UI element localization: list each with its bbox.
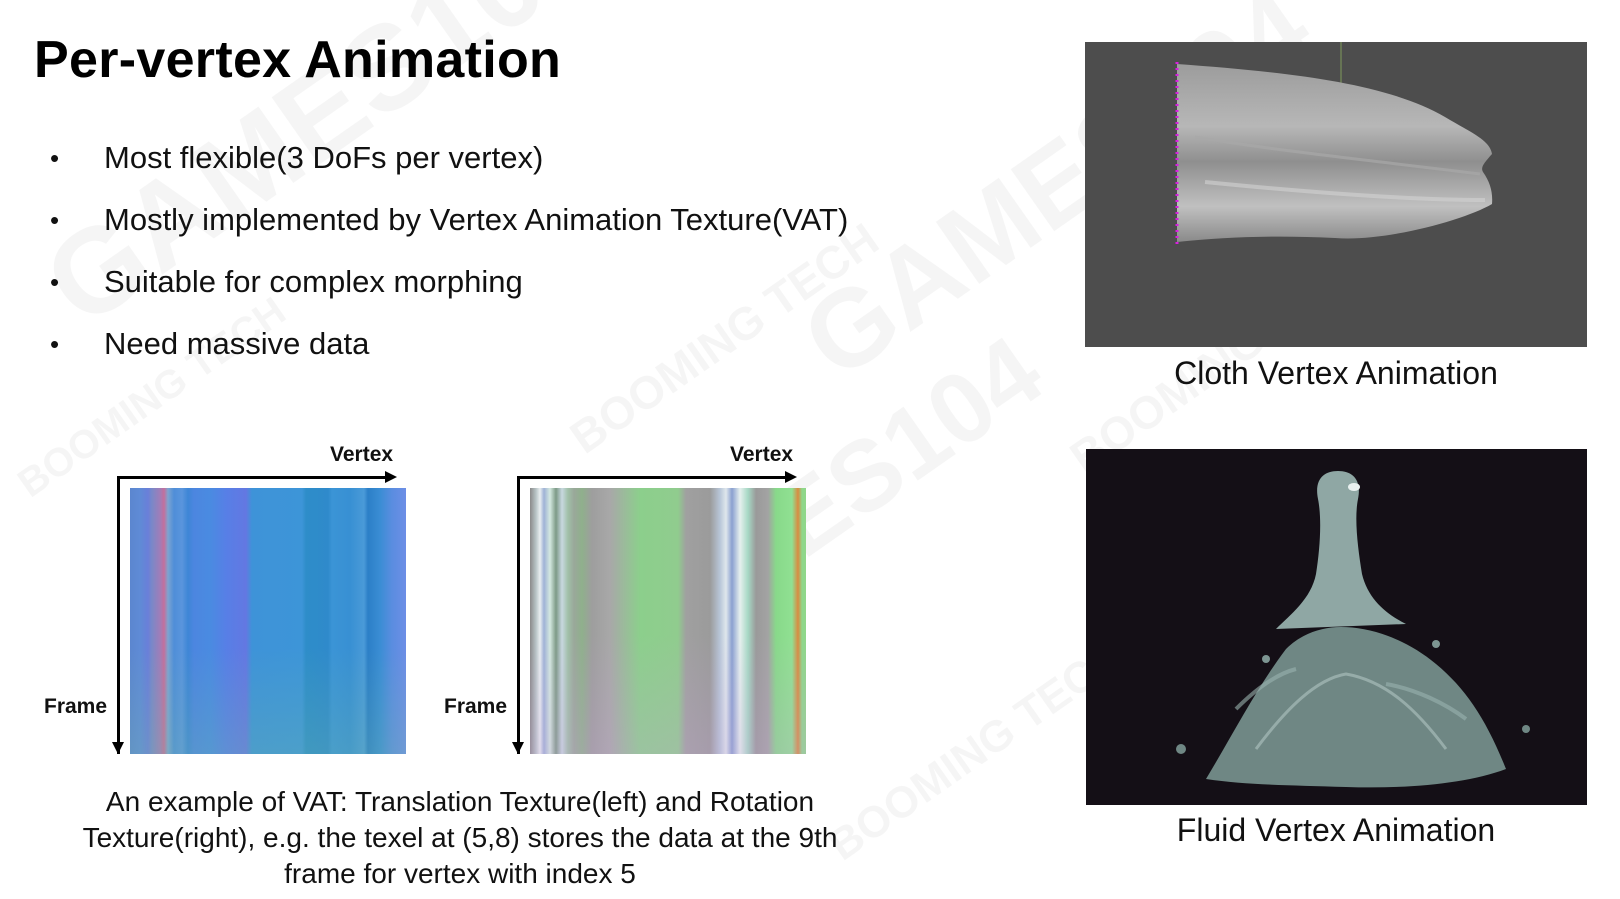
- fluid-splash-detail: [1385, 682, 1468, 721]
- fluid-droplet: [1432, 640, 1440, 648]
- fluid-column: [1276, 471, 1406, 629]
- fluid-splash: [1206, 627, 1506, 788]
- vertex-axis-line: [517, 476, 787, 479]
- frame-axis-line: [117, 476, 120, 754]
- frame-axis-line: [517, 476, 520, 754]
- cloth-animation-caption: Cloth Vertex Animation: [1174, 355, 1498, 391]
- cloth-render-svg: [1085, 42, 1587, 347]
- vertex-axis-arrow-icon: [785, 471, 797, 483]
- frame-axis-label: Frame: [444, 695, 508, 718]
- bullet-text: Need massive data: [104, 326, 370, 361]
- vertex-axis-arrow-icon: [385, 471, 397, 483]
- bullet-dot-icon: •: [50, 143, 60, 173]
- cloth-fold: [1204, 180, 1486, 202]
- vertex-axis-label: Vertex: [330, 443, 394, 466]
- translation-texture-image: [130, 488, 406, 754]
- bullet-dot-icon: •: [50, 205, 60, 235]
- slide-title: Per-vertex Animation: [34, 31, 562, 89]
- vertex-axis-line: [117, 476, 387, 479]
- fluid-splash-detail: [1254, 672, 1448, 750]
- fluid-droplet: [1262, 655, 1270, 663]
- fluid-splash-detail: [1234, 667, 1297, 711]
- rotation-texture-image: [530, 488, 806, 754]
- vat-caption: An example of VAT: Translation Texture(l…: [82, 786, 838, 889]
- frame-axis-label: Frame: [44, 695, 108, 718]
- bullet-text: Most flexible(3 DoFs per vertex): [104, 140, 544, 175]
- watermark-booming-tech: BOOMING TECH: [560, 212, 888, 464]
- frame-axis-arrow-icon: [112, 742, 124, 754]
- fluid-highlight: [1348, 483, 1360, 491]
- frame-axis-arrow-icon: [512, 742, 524, 754]
- cloth-fold: [1194, 135, 1481, 176]
- translation-texture-figure: Vertex Frame: [42, 443, 412, 755]
- cloth-animation-render: [1085, 42, 1587, 347]
- fluid-animation-caption: Fluid Vertex Animation: [1176, 812, 1496, 848]
- fluid-droplet: [1522, 725, 1530, 733]
- fluid-render-svg: [1086, 449, 1587, 805]
- bullet-dot-icon: •: [50, 329, 60, 359]
- fluid-animation-render: [1086, 449, 1587, 805]
- bullet-text: Suitable for complex morphing: [104, 264, 523, 299]
- vertex-axis-label: Vertex: [730, 443, 794, 466]
- bullet-dot-icon: •: [50, 267, 60, 297]
- bullet-text: Mostly implemented by Vertex Animation T…: [104, 202, 849, 237]
- fluid-droplet: [1176, 744, 1186, 754]
- rotation-texture-figure: Vertex Frame: [442, 443, 812, 755]
